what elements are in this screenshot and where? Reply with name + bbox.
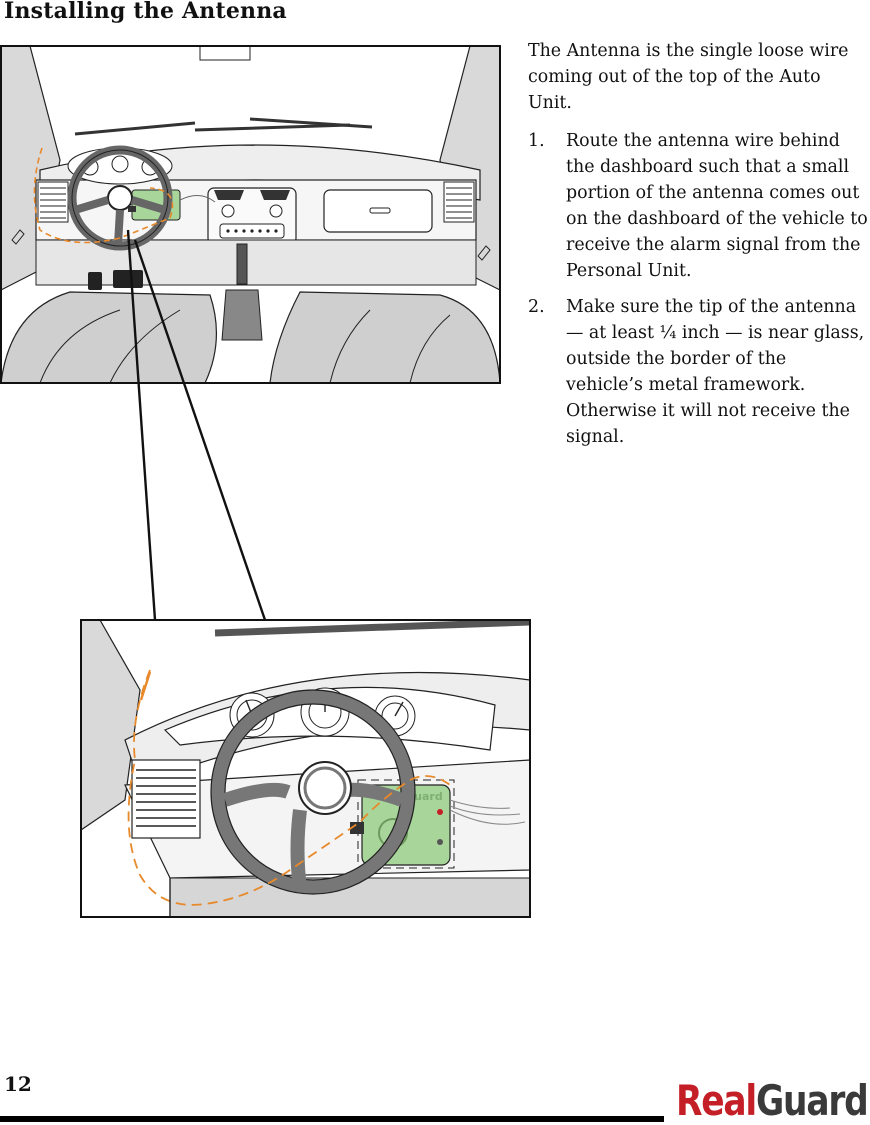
overview-frame — [0, 45, 501, 384]
intro-paragraph: The Antenna is the single loose wire com… — [528, 41, 849, 113]
step-number: 1. — [528, 131, 545, 151]
footer-rule — [0, 1116, 664, 1122]
realguard-logo: RealGuard — [676, 1076, 869, 1125]
instruction-steps: 1. Route the antenna wire behind the das… — [528, 128, 868, 460]
step-1: 1. Route the antenna wire behind the das… — [528, 128, 868, 284]
logo-guard: Guard — [756, 1076, 869, 1125]
step-text: Route the antenna wire behind the dashbo… — [566, 131, 868, 281]
step-2: 2. Make sure the tip of the antenna — at… — [528, 294, 868, 450]
logo-real: Real — [676, 1076, 757, 1125]
car-interior-overview — [1, 46, 500, 383]
dashboard-detail-view: RealGuard — [81, 620, 530, 917]
antenna-installation-illustration: RealGuard — [0, 45, 531, 918]
page-title: Installing the Antenna — [4, 0, 287, 24]
detail-frame — [80, 619, 531, 918]
page-number: 12 — [4, 1072, 32, 1096]
callout-line — [133, 239, 267, 621]
step-number: 2. — [528, 297, 545, 317]
step-text: Make sure the tip of the antenna — at le… — [566, 297, 865, 447]
callout-line — [126, 229, 157, 621]
